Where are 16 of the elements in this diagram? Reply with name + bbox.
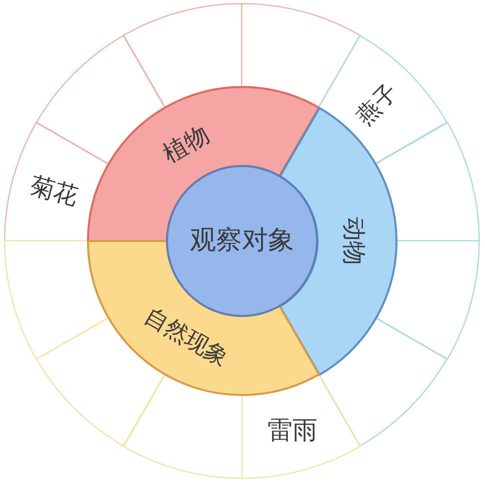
category-label: 动物: [340, 216, 368, 265]
outer-segment: [122, 3, 243, 108]
category-label: 植物: [158, 120, 214, 168]
center-circle: [166, 165, 318, 317]
example-label: 燕子: [353, 79, 404, 130]
outer-segment: [374, 240, 480, 360]
example-label: 菊花: [27, 172, 80, 210]
outer-segment: [122, 374, 243, 479]
category-label: 自然现象: [140, 304, 232, 372]
outer-segment: [318, 35, 448, 165]
outer-segment: [4, 240, 110, 360]
outer-segment: [241, 374, 362, 479]
center-label: 观察对象: [190, 226, 294, 256]
outer-segment: [4, 122, 110, 242]
outer-segment: [318, 317, 448, 447]
example-label: 雷雨: [268, 416, 318, 444]
